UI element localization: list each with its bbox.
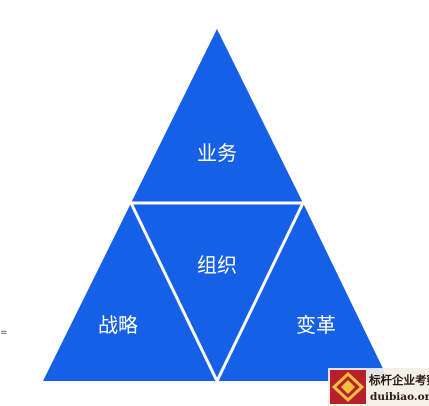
watermark-brand: 标杆企业考察 <box>368 373 429 387</box>
label-left: 战略 <box>98 313 138 337</box>
side-mark: = <box>0 328 8 338</box>
diamond-logo-icon <box>330 370 366 404</box>
inner-triangle-divider <box>128 201 306 385</box>
watermark-domain: duibiao.org <box>370 391 429 403</box>
label-top: 业务 <box>197 141 237 165</box>
segment-center <box>131 203 303 381</box>
segment-left <box>43 203 217 381</box>
watermark-badge: 标杆企业考察 duibiao.org <box>328 368 429 406</box>
segment-top <box>131 29 303 203</box>
segment-right <box>217 203 389 381</box>
label-center: 组织 <box>197 253 237 277</box>
label-right: 变革 <box>296 313 336 337</box>
